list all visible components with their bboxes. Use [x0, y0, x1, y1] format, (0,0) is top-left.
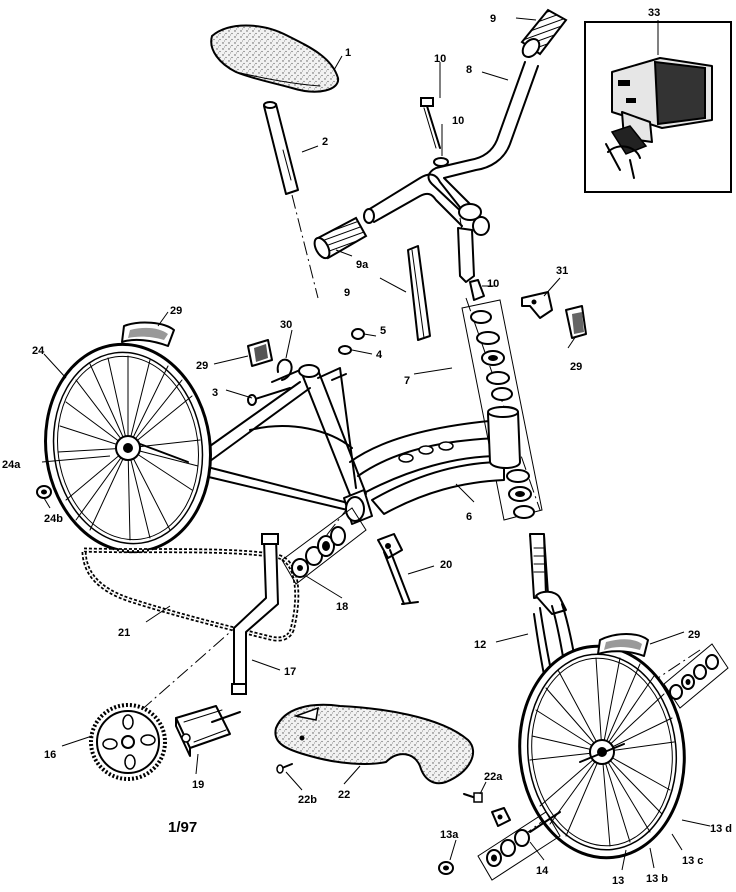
label-6: 6 [466, 511, 472, 523]
reflector-bracket [407, 245, 431, 341]
seat-clamp-30 [271, 358, 301, 383]
label-13: 13 [612, 875, 624, 887]
leader-lines [41, 17, 711, 871]
front-axle-stack-right [663, 643, 729, 709]
rear-wheel [44, 342, 212, 554]
label-22a: 22a [484, 771, 503, 783]
clamp-bolt-3 [247, 387, 291, 406]
label-3: 3 [212, 387, 218, 399]
seat-post [263, 101, 299, 195]
front-reflector-29 [597, 633, 649, 657]
label-20: 20 [440, 559, 452, 571]
headlight-inset [584, 20, 732, 193]
label-24: 24 [32, 345, 45, 357]
label-10-c: 10 [487, 278, 499, 290]
label-9-top: 9 [490, 13, 496, 25]
label-13b: 13 b [646, 873, 668, 885]
label-2: 2 [322, 136, 328, 148]
nut-washer-small [338, 328, 365, 355]
reflector-side-29 [247, 339, 273, 367]
label-21: 21 [118, 627, 130, 639]
reflector-rear [121, 321, 175, 347]
bottom-bracket-stack [281, 507, 367, 585]
guard-screw-22a [463, 792, 483, 803]
label-5: 5 [380, 325, 386, 337]
kickstand [377, 533, 419, 605]
label-30: 30 [280, 319, 292, 331]
handlebar-grip-right [520, 8, 568, 58]
label-8: 8 [466, 64, 472, 76]
label-24a: 24a [2, 459, 21, 471]
label-29-front: 29 [688, 629, 700, 641]
label-4: 4 [376, 349, 383, 361]
bicycle-frame [183, 364, 521, 525]
label-17: 17 [284, 666, 296, 678]
handlebar-grip-left [313, 216, 368, 260]
footer-code: 1/97 [168, 819, 197, 836]
chain-guard [274, 703, 474, 785]
axle-clip [491, 807, 511, 827]
label-22b: 22b [298, 794, 317, 806]
label-14: 14 [536, 865, 549, 877]
pedal [175, 705, 241, 757]
label-29-rear: 29 [170, 305, 182, 317]
label-16: 16 [44, 749, 56, 761]
label-9-left: 9 [344, 287, 350, 299]
label-29-side: 29 [196, 360, 208, 372]
label-12: 12 [474, 639, 486, 651]
stem-bolt [420, 97, 449, 167]
label-10-a: 10 [434, 53, 446, 65]
label-13c: 13 c [682, 855, 703, 867]
guard-screw-22b [276, 763, 293, 774]
label-1: 1 [345, 47, 351, 59]
stem-lower [457, 227, 485, 301]
chainring-sprocket [89, 703, 167, 781]
part-labels: 33 1 2 10 9 8 10 9 9a 10 31 29 5 4 7 29 … [2, 7, 732, 887]
headset-bearing-stack [461, 299, 543, 521]
axle-nut-24b [36, 485, 52, 499]
label-24b: 24b [44, 513, 63, 525]
label-31: 31 [556, 265, 568, 277]
label-22: 22 [338, 789, 350, 801]
front-wheel [518, 644, 686, 860]
label-29-right: 29 [570, 361, 582, 373]
crank-arm [231, 533, 279, 695]
chain [81, 547, 300, 642]
reflector-bracket-31 [521, 291, 553, 319]
label-18: 18 [336, 601, 348, 613]
handlebar [363, 61, 539, 236]
label-10-b: 10 [452, 115, 464, 127]
label-9a: 9a [356, 259, 369, 271]
axle-nut-13a [438, 861, 454, 875]
label-13a: 13a [440, 829, 459, 841]
reflector-front [565, 305, 587, 339]
front-axle-stack-left [477, 811, 561, 881]
label-13d: 13 d [710, 823, 732, 835]
headlight-icon [605, 57, 713, 179]
label-19: 19 [192, 779, 204, 791]
saddle [210, 24, 340, 93]
label-33: 33 [648, 7, 660, 19]
label-7: 7 [404, 375, 410, 387]
